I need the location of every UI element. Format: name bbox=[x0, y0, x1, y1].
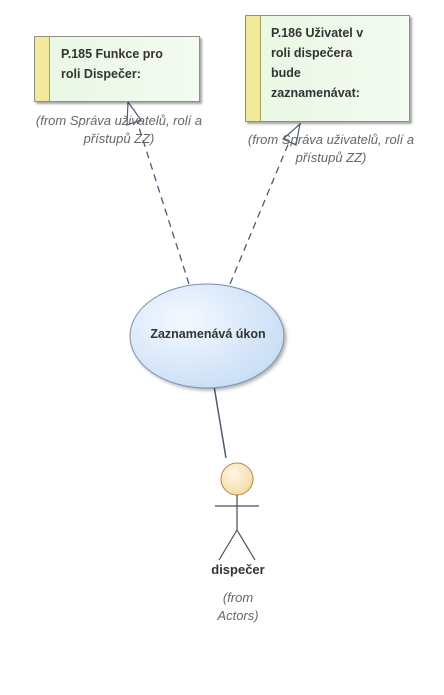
actor-figure[interactable] bbox=[215, 462, 259, 561]
requirement-stripe bbox=[35, 37, 50, 101]
requirement-box-p186[interactable]: P.186 Uživatel v roli dispečera bude zaz… bbox=[245, 15, 410, 122]
arrowhead-icon bbox=[281, 122, 301, 146]
requirement-box-p185[interactable]: P.185 Funkce pro roli Dispečer: bbox=[34, 36, 200, 102]
actor-from-note: (from Actors) bbox=[217, 590, 259, 623]
requirement-stripe bbox=[246, 16, 261, 121]
actor-name: dispečer bbox=[211, 562, 265, 577]
association-line[interactable] bbox=[213, 385, 227, 459]
arrowhead-icon bbox=[126, 100, 142, 126]
realization-connector-p186[interactable] bbox=[229, 122, 301, 285]
realization-connector-p185[interactable] bbox=[126, 100, 190, 285]
usecase-label: Zaznamenává úkon bbox=[150, 327, 266, 341]
requirement-title: P.185 Funkce pro roli Dispečer: bbox=[61, 47, 163, 81]
usecase-ellipse[interactable] bbox=[129, 283, 285, 389]
actor-head-icon bbox=[220, 462, 254, 496]
requirement-title: P.186 Uživatel v roli dispečera bude zaz… bbox=[271, 26, 364, 100]
requirement-from-note-p185: (from Správa uživatelů, rolí a přístupů … bbox=[35, 113, 203, 146]
requirement-from-note-p186: (from Správa uživatelů, rolí a přístupů … bbox=[247, 132, 415, 165]
